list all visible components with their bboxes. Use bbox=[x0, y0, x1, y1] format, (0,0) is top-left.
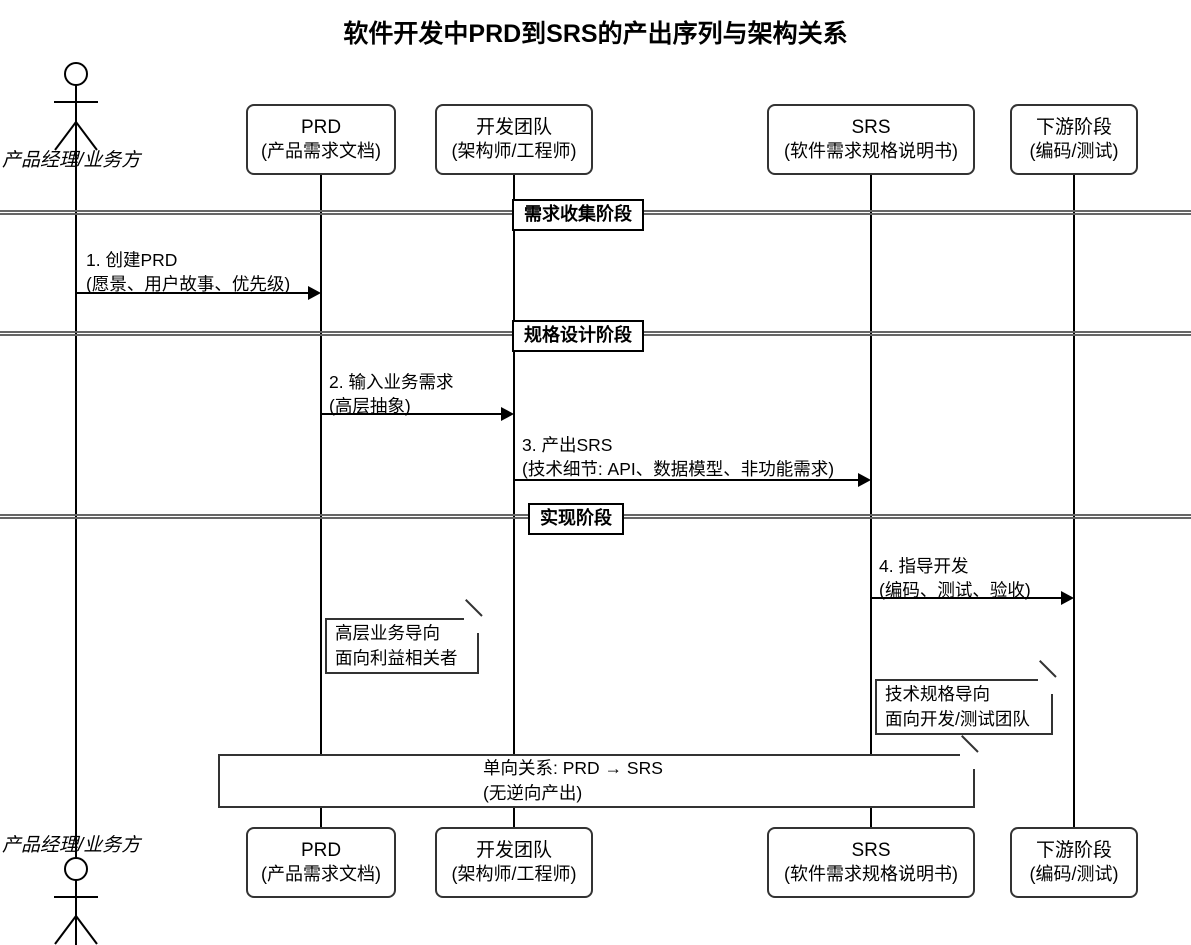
participant-prd-top[interactable]: PRD (产品需求文档) bbox=[246, 104, 396, 175]
participant-prd-sub: (产品需求文档) bbox=[261, 141, 381, 162]
phase-label-specification: 规格设计阶段 bbox=[512, 320, 644, 352]
message-3-line1: 3. 产出SRS bbox=[522, 435, 613, 455]
participant-prd-bottom-sub: (产品需求文档) bbox=[261, 864, 381, 885]
participant-srs-name: SRS bbox=[851, 116, 891, 138]
message-1-line bbox=[76, 292, 308, 294]
note-prd-fold-corner bbox=[464, 616, 481, 633]
lifeline-prd bbox=[320, 175, 322, 827]
participant-team-bottom[interactable]: 开发团队 (架构师/工程师) bbox=[435, 827, 593, 898]
message-4-line2: (编码、测试、验收) bbox=[879, 579, 1031, 600]
participant-srs-bottom[interactable]: SRS (软件需求规格说明书) bbox=[767, 827, 975, 898]
lifeline-actor bbox=[75, 112, 77, 945]
actor-figure-top bbox=[54, 62, 98, 151]
note-prd-text: 高层业务导向 面向利益相关者 bbox=[325, 618, 479, 674]
actor-label-top: 产品经理/业务方 bbox=[2, 150, 141, 171]
participant-team-top[interactable]: 开发团队 (架构师/工程师) bbox=[435, 104, 593, 175]
message-4-arrowhead bbox=[1061, 591, 1074, 605]
actor-figure-bottom bbox=[54, 857, 98, 945]
participant-srs-sub: (软件需求规格说明书) bbox=[784, 141, 958, 162]
message-4-line bbox=[871, 597, 1061, 599]
participant-downstream-bottom-sub: (编码/测试) bbox=[1029, 864, 1119, 885]
lifeline-downstream bbox=[1073, 175, 1075, 827]
message-3-label: 3. 产出SRS (技术细节: API、数据模型、非功能需求) bbox=[522, 434, 834, 481]
message-4-label: 4. 指导开发 (编码、测试、验收) bbox=[879, 555, 1031, 602]
participant-downstream-bottom[interactable]: 下游阶段 (编码/测试) bbox=[1010, 827, 1138, 898]
note-srs-fold-corner bbox=[1038, 677, 1055, 694]
participant-downstream-name: 下游阶段 bbox=[1035, 116, 1112, 138]
note-relationship-body bbox=[218, 754, 975, 808]
message-1-line1: 1. 创建PRD bbox=[86, 250, 178, 270]
note-srs-line1: 技术规格导向 bbox=[885, 684, 990, 705]
participant-srs-top[interactable]: SRS (软件需求规格说明书) bbox=[767, 104, 975, 175]
participant-srs-bottom-name: SRS bbox=[851, 839, 891, 861]
note-relationship-line1: 单向关系: PRD → SRS bbox=[483, 758, 663, 779]
phase-label-implementation: 实现阶段 bbox=[528, 503, 624, 535]
message-2-arrowhead bbox=[501, 407, 514, 421]
message-3-arrowhead bbox=[858, 473, 871, 487]
participant-downstream-sub: (编码/测试) bbox=[1029, 141, 1119, 162]
note-srs-body bbox=[875, 679, 1053, 735]
lifeline-team bbox=[513, 175, 515, 827]
participant-downstream-top[interactable]: 下游阶段 (编码/测试) bbox=[1010, 104, 1138, 175]
participant-team-bottom-name: 开发团队 bbox=[475, 839, 552, 861]
note-relationship-fold-corner bbox=[960, 752, 977, 769]
participant-prd-bottom[interactable]: PRD (产品需求文档) bbox=[246, 827, 396, 898]
participant-team-sub: (架构师/工程师) bbox=[451, 141, 577, 162]
note-prd: 高层业务导向 面向利益相关者 bbox=[325, 616, 481, 674]
note-prd-body bbox=[325, 618, 479, 674]
page-title: 软件开发中PRD到SRS的产出序列与架构关系 bbox=[343, 20, 848, 48]
note-relationship: 单向关系: PRD → SRS (无逆向产出) bbox=[218, 752, 977, 808]
note-prd-line1: 高层业务导向 bbox=[335, 623, 440, 644]
note-srs: 技术规格导向 面向开发/测试团队 bbox=[875, 677, 1055, 735]
actor-label-bottom: 产品经理/业务方 bbox=[2, 835, 141, 856]
message-1-line2: (愿景、用户故事、优先级) bbox=[86, 273, 291, 294]
participant-prd-bottom-name: PRD bbox=[300, 839, 342, 861]
participant-team-name: 开发团队 bbox=[475, 116, 552, 138]
note-relationship-line2: (无逆向产出) bbox=[483, 783, 583, 803]
message-4-line1: 4. 指导开发 bbox=[879, 556, 969, 576]
note-prd-line2: 面向利益相关者 bbox=[335, 648, 458, 668]
participant-prd-name: PRD bbox=[300, 116, 342, 138]
message-1-arrowhead bbox=[308, 286, 321, 300]
message-2-line bbox=[321, 413, 501, 415]
message-3-line2: (技术细节: API、数据模型、非功能需求) bbox=[522, 458, 835, 479]
note-srs-text: 技术规格导向 面向开发/测试团队 bbox=[875, 679, 1053, 735]
participant-srs-bottom-sub: (软件需求规格说明书) bbox=[784, 864, 958, 885]
message-1-label: 1. 创建PRD (愿景、用户故事、优先级) bbox=[86, 249, 290, 296]
note-srs-line2: 面向开发/测试团队 bbox=[885, 709, 1030, 729]
participant-downstream-bottom-name: 下游阶段 bbox=[1035, 839, 1112, 861]
message-2-line2: (高层抽象) bbox=[329, 395, 411, 416]
phase-label-requirements: 需求收集阶段 bbox=[512, 199, 644, 231]
message-3-line bbox=[514, 479, 858, 481]
message-2-label: 2. 输入业务需求 (高层抽象) bbox=[329, 371, 453, 418]
note-relationship-text: 单向关系: PRD → SRS (无逆向产出) bbox=[218, 754, 975, 808]
message-2-line1: 2. 输入业务需求 bbox=[329, 372, 454, 392]
lifeline-srs bbox=[870, 175, 872, 827]
participant-team-bottom-sub: (架构师/工程师) bbox=[451, 864, 577, 885]
